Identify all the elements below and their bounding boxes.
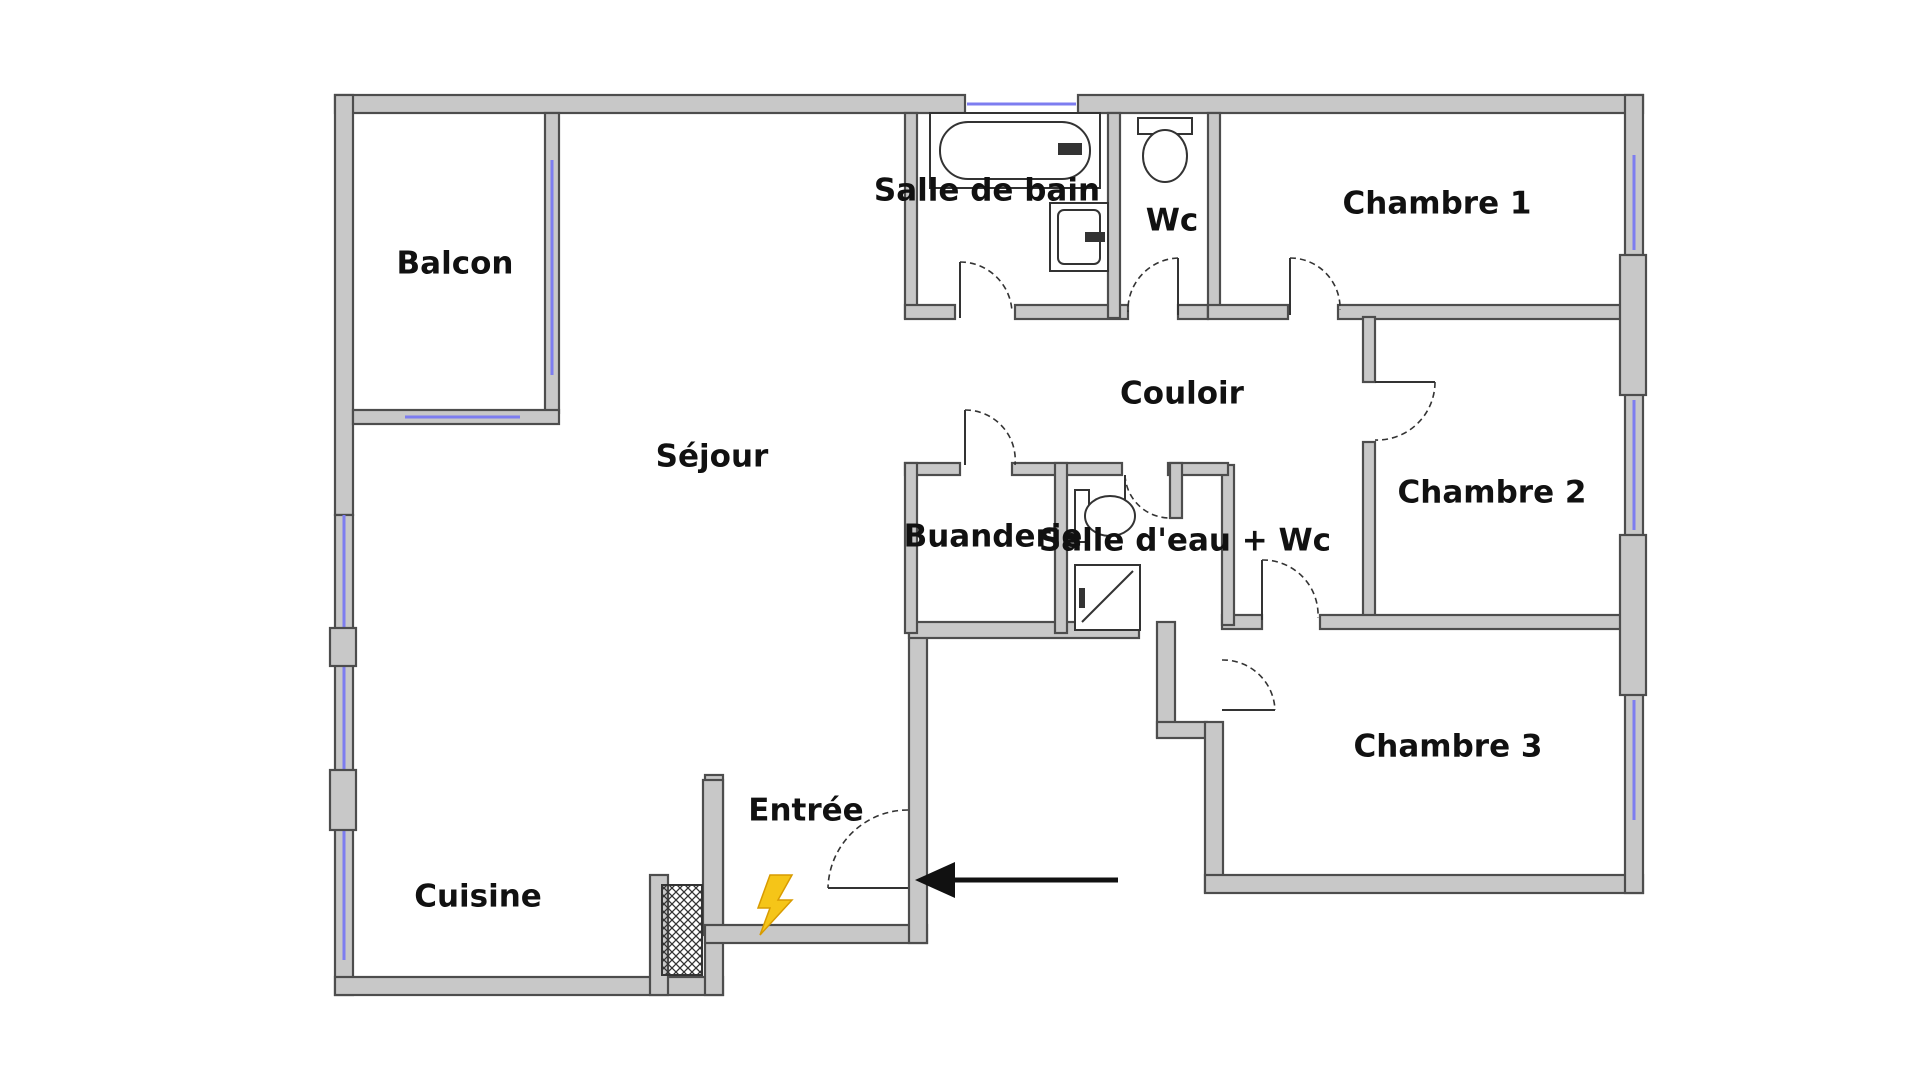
label-wc: Wc bbox=[1146, 203, 1199, 239]
wall-ch3-left bbox=[1203, 720, 1225, 894]
entrance-arrow-head bbox=[915, 862, 955, 898]
label-salle-de-bain: Salle de bain bbox=[874, 173, 1100, 209]
door-sdb-swing bbox=[959, 261, 1013, 313]
wall-sdb-bottom-left bbox=[903, 303, 957, 321]
shower-drain bbox=[1079, 588, 1085, 608]
wall-wc-ch1 bbox=[1206, 111, 1222, 320]
label-balcon: Balcon bbox=[397, 246, 514, 282]
washbasin-tap bbox=[1085, 232, 1105, 242]
arrow-left-icon bbox=[915, 862, 1118, 898]
label-salle-d-eau: Salle d'eau + Wc bbox=[1039, 523, 1331, 559]
bathtub-tap bbox=[1058, 143, 1082, 155]
window-frame-4 bbox=[1618, 533, 1648, 697]
wc-bowl bbox=[1142, 129, 1188, 183]
wall-top-right bbox=[1076, 93, 1645, 115]
wall-ch2-left-upper bbox=[1361, 315, 1377, 384]
wall-kitchen-stub bbox=[701, 778, 725, 937]
wall-column-bottom bbox=[1155, 720, 1209, 740]
door-closet-swing bbox=[1221, 659, 1276, 711]
label-chambre-3: Chambre 3 bbox=[1354, 729, 1543, 765]
wall-entree-right bbox=[907, 628, 929, 945]
window-frame-2 bbox=[328, 768, 358, 832]
label-entree: Entrée bbox=[748, 793, 863, 829]
wall-ch2-left-lower bbox=[1361, 440, 1377, 624]
label-buanderie: Buanderie bbox=[904, 519, 1083, 555]
wall-column-left bbox=[1155, 620, 1177, 739]
doors bbox=[827, 257, 1436, 889]
window-frame-1 bbox=[328, 626, 358, 668]
door-sde-swing bbox=[1124, 474, 1171, 519]
wall-ch1-bottom-left bbox=[1206, 303, 1290, 321]
wall-sde-stub bbox=[1168, 461, 1184, 520]
wall-wc-bottom bbox=[1176, 303, 1210, 321]
wall-sdb-wc bbox=[1106, 111, 1122, 320]
fixtures bbox=[661, 112, 1193, 976]
wall-ch1-bottom-right bbox=[1336, 303, 1627, 321]
wall-sdb-left bbox=[903, 111, 919, 320]
wall-buanderie-left bbox=[903, 461, 919, 635]
door-sde2-swing bbox=[1261, 559, 1319, 619]
bathtub-basin bbox=[939, 121, 1091, 180]
crosshatch-duct-icon bbox=[661, 884, 703, 976]
walls bbox=[333, 93, 1645, 997]
door-ch2-swing bbox=[1374, 381, 1436, 441]
label-couloir: Couloir bbox=[1120, 376, 1245, 412]
windows bbox=[328, 102, 1648, 960]
wall-ch2-bottom bbox=[1318, 613, 1627, 631]
label-sejour: Séjour bbox=[656, 439, 769, 475]
door-wc-swing bbox=[1127, 257, 1179, 313]
window-frame-3 bbox=[1618, 253, 1648, 397]
room-labels: Balcon Séjour Cuisine Entrée Salle de ba… bbox=[397, 173, 1587, 915]
label-chambre-1: Chambre 1 bbox=[1343, 186, 1532, 222]
label-cuisine: Cuisine bbox=[414, 879, 542, 915]
door-ch1-swing bbox=[1289, 257, 1341, 311]
lightning-bolt-icon bbox=[756, 874, 794, 936]
wall-buanderie-right bbox=[1053, 461, 1069, 635]
shower-diagonal bbox=[1081, 570, 1134, 623]
wall-top-left bbox=[333, 93, 967, 115]
wall-left-upper bbox=[333, 93, 355, 517]
wall-entree-bottom bbox=[703, 923, 929, 945]
door-buanderie-swing bbox=[964, 409, 1017, 466]
label-chambre-2: Chambre 2 bbox=[1398, 475, 1587, 511]
wall-ch3-bottom bbox=[1203, 873, 1645, 895]
door-entree-swing bbox=[827, 809, 909, 889]
sde-toilet-bowl bbox=[1084, 495, 1136, 537]
